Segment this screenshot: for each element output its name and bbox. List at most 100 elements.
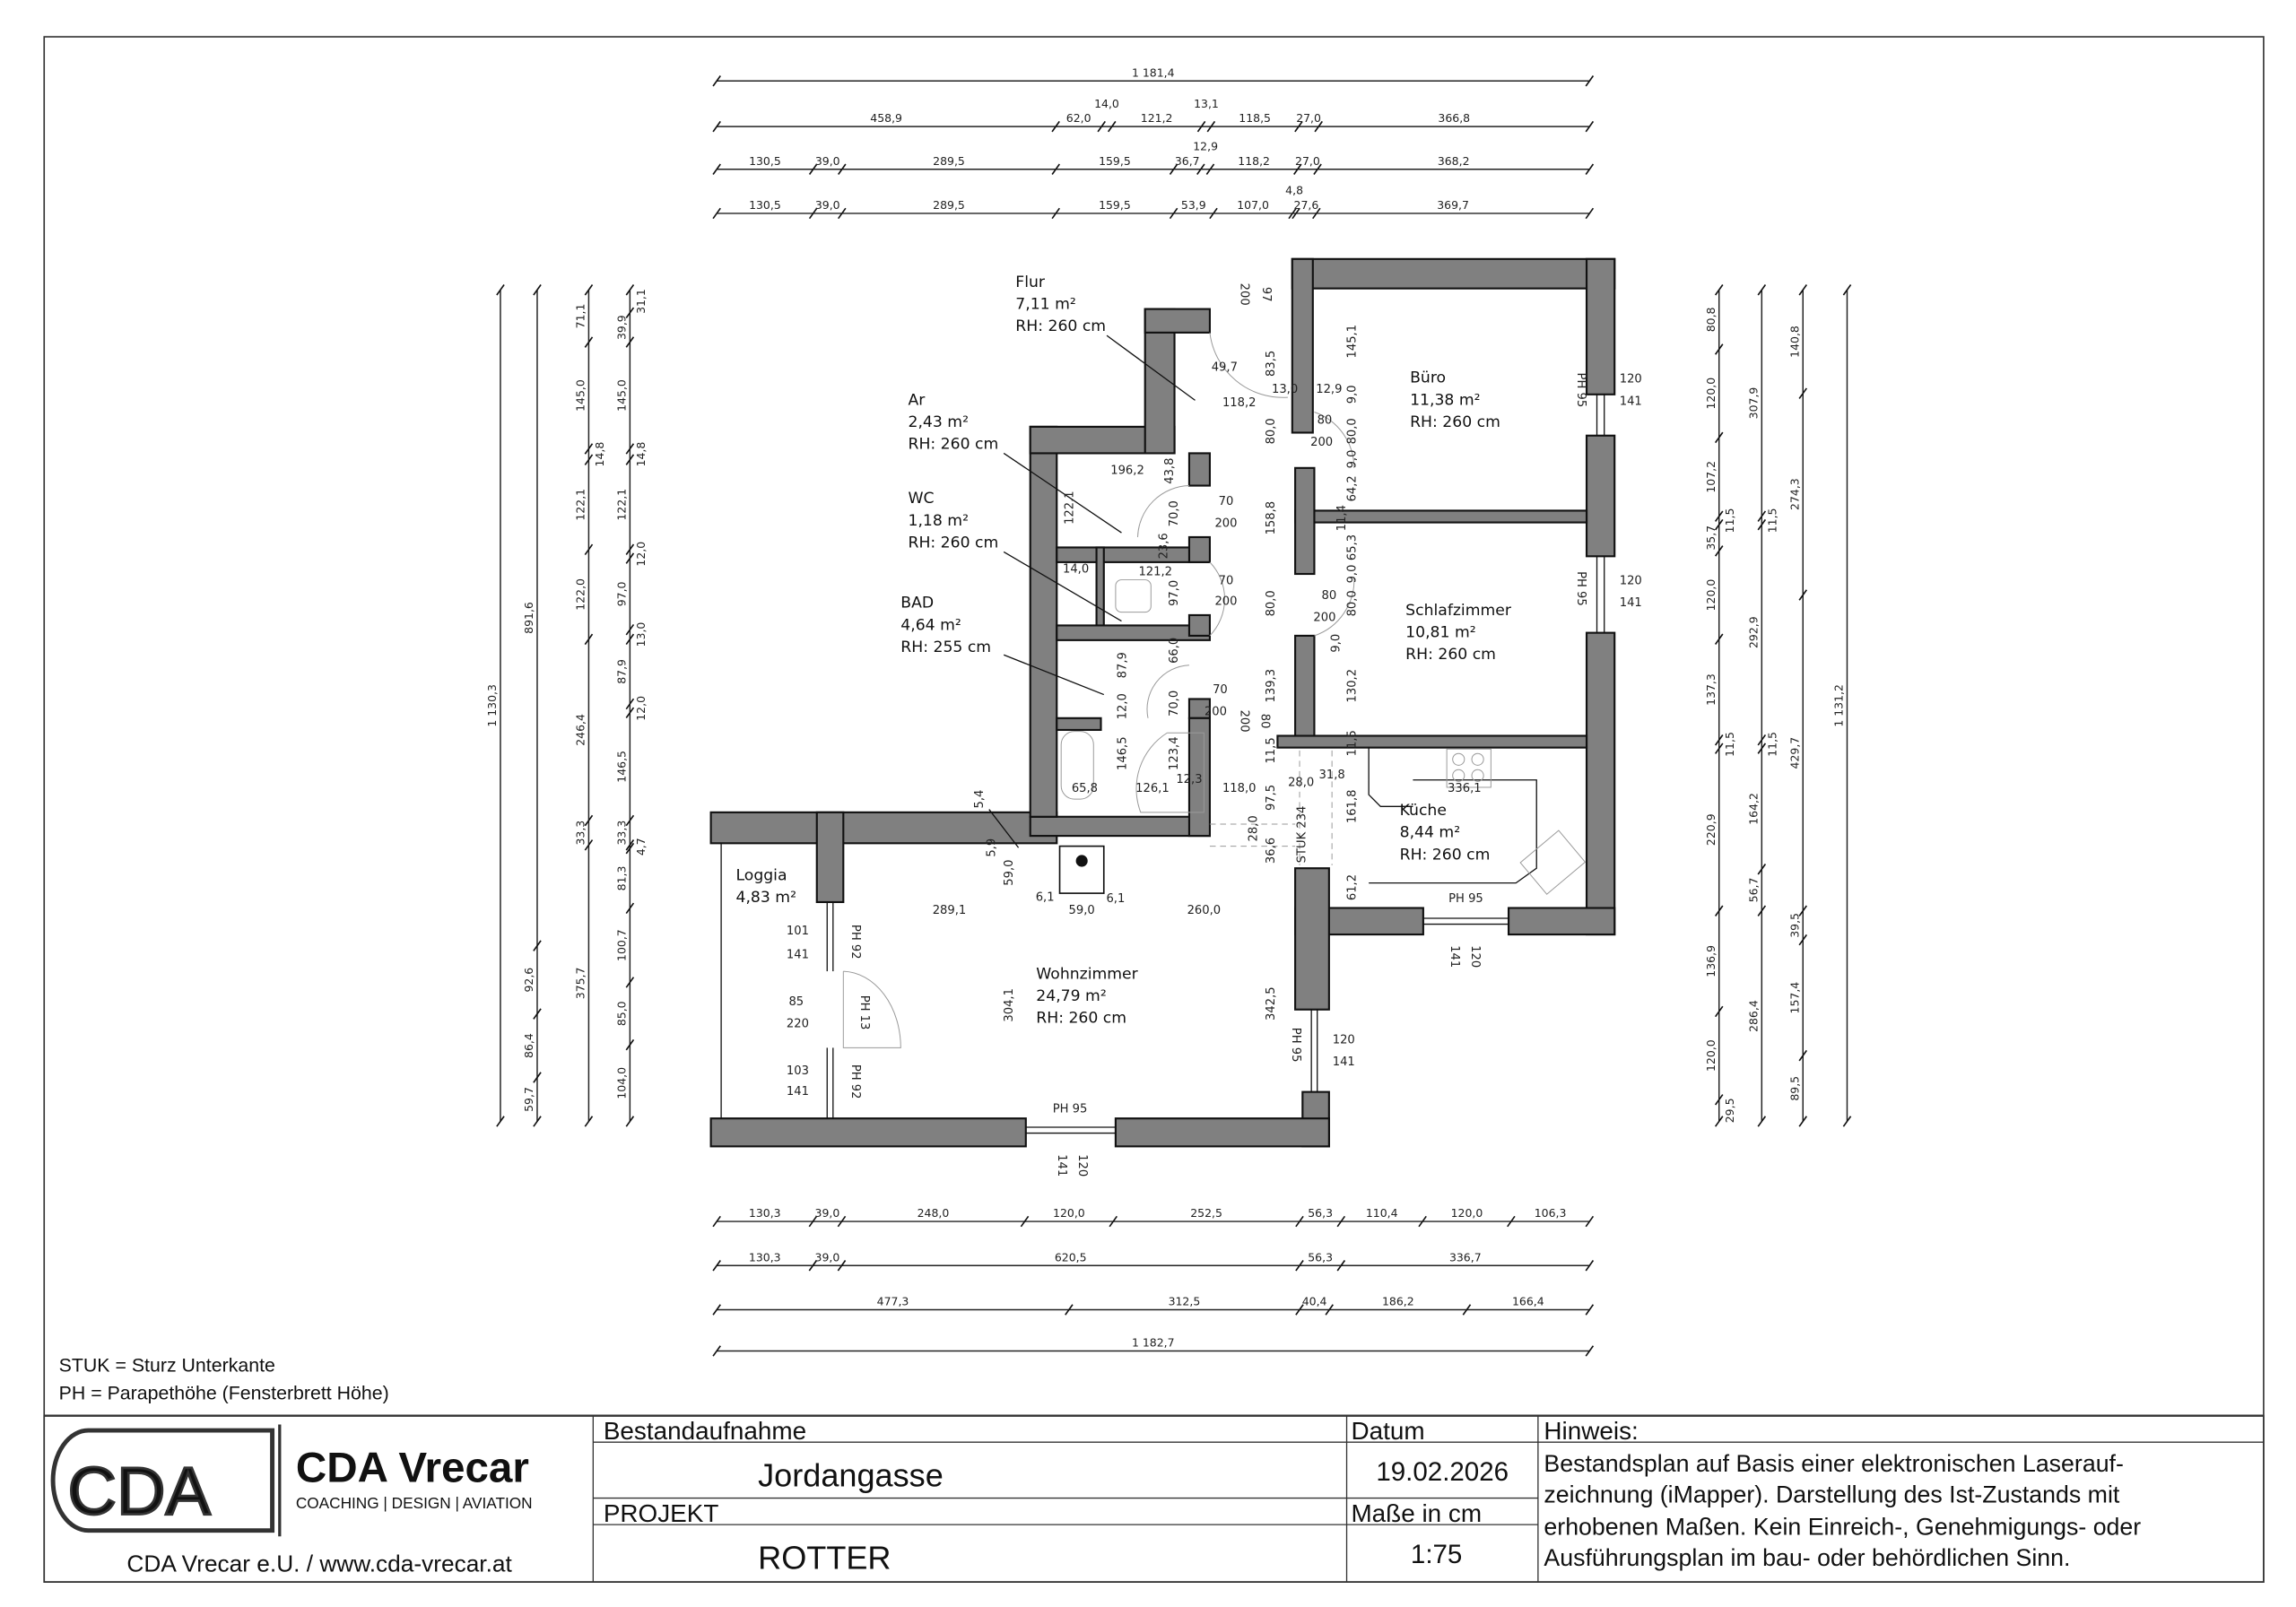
door-flur-entry[interactable] (1209, 332, 1288, 398)
walls (709, 257, 1616, 1148)
plan-annotation: 158,8 (1265, 501, 1278, 535)
plan-annotation: 64,2 (1345, 475, 1359, 501)
wall (1187, 452, 1211, 487)
dimension-label: 137,3 (1704, 673, 1718, 706)
room-height: RH: 260 cm (1036, 1010, 1126, 1028)
dimension-tick (712, 207, 721, 220)
title-block: CDA CDA Vrecar COACHING | DESIGN | AVIAT… (43, 1414, 2265, 1583)
dimension-tick (1585, 1304, 1595, 1316)
plan-annotation: 6,1 (1036, 890, 1055, 904)
door-buero[interactable] (1314, 412, 1355, 468)
plan-annotation: 141 (1448, 945, 1461, 968)
door-schlafzimmer[interactable] (1314, 577, 1355, 637)
dimension-tick (533, 940, 542, 951)
dimension-tick (808, 1215, 818, 1228)
plan-annotation: 200 (1214, 595, 1237, 608)
dimension-tick (1714, 284, 1724, 296)
dimension-tick (1205, 163, 1215, 175)
plan-annotation: 11,5 (1345, 730, 1359, 756)
plan-annotation: 120 (1468, 945, 1482, 968)
plan-annotation: 23,6 (1157, 533, 1170, 559)
dimension-tick (1714, 1005, 1724, 1018)
plan-annotation: 336,1 (1448, 782, 1482, 795)
stove-icon (1446, 748, 1492, 788)
dimension-tick (625, 1116, 635, 1127)
room-name: Küche (1400, 802, 1447, 820)
plan-annotation: PH 95 (1574, 373, 1587, 408)
dimension-tick (625, 552, 635, 564)
dimension-tick (533, 1008, 542, 1020)
dimension-tick (1585, 163, 1595, 175)
plan-annotation: PH 95 (1053, 1103, 1088, 1116)
window-wohnzimmer-bottom (1025, 1126, 1116, 1134)
plan-annotation: 97 (1259, 287, 1273, 302)
plan-annotation: STUK 234 (1296, 806, 1309, 864)
dimension-tick (712, 1304, 721, 1316)
dimension-tick (1714, 518, 1724, 531)
dimension-tick (1714, 905, 1724, 916)
dimension-tick (1585, 1215, 1595, 1228)
plan-annotation: 304,1 (1003, 988, 1016, 1022)
dimension-label: 36,7 (1175, 154, 1200, 168)
room-area: 8,44 m² (1400, 824, 1461, 842)
dimension-tick (1292, 207, 1300, 220)
dimension-tick (712, 1260, 721, 1272)
dimension-tick (1585, 75, 1595, 87)
dimension-tick (1097, 120, 1106, 133)
plan-annotation: 70 (1213, 683, 1228, 697)
plan-annotation: 141 (1333, 1055, 1355, 1069)
dimension-label: 274,3 (1787, 478, 1801, 510)
plan-annotation: 200 (1310, 436, 1333, 449)
plan-annotation: 70,0 (1168, 691, 1181, 717)
dimension-chain-left: 891,692,686,459,7 (522, 284, 542, 1127)
dimension-label: 122,0 (573, 578, 587, 611)
dimension-tick (837, 1260, 847, 1272)
plan-annotation: 141 (1055, 1154, 1068, 1177)
dimension-tick (625, 698, 635, 710)
plan-annotation: 11,4 (1335, 505, 1349, 531)
dimension-tick (1585, 1260, 1595, 1272)
dimension-tick (625, 1038, 635, 1051)
door-ar[interactable] (1137, 485, 1189, 537)
wall (1056, 546, 1211, 563)
dimension-label: 307,9 (1746, 387, 1760, 420)
dimension-tick (1051, 207, 1060, 220)
plan-annotation: 120 (1333, 1033, 1355, 1047)
dimension-label: 130,3 (749, 1206, 781, 1220)
dimension-label: 289,5 (933, 198, 965, 212)
dimension-label: 246,4 (573, 714, 587, 746)
dimension-tick (712, 163, 721, 175)
dimension-tick (1714, 633, 1724, 645)
dimension-tick (496, 1116, 505, 1127)
dimension-label: 81,3 (614, 866, 628, 891)
dimension-label: 1 130,3 (485, 684, 499, 727)
door-loggia[interactable] (842, 970, 901, 1048)
plan-annotation: 200 (1237, 283, 1250, 306)
toilet-icon (1115, 579, 1152, 613)
wall (1507, 907, 1616, 936)
dimension-tick (625, 336, 635, 348)
door-bad[interactable] (1146, 665, 1189, 718)
dimension-label: 11,5 (1723, 508, 1736, 534)
dimension-tick (1295, 1215, 1304, 1228)
plan-annotation: 123,4 (1168, 736, 1181, 770)
dimension-tick (712, 1215, 721, 1228)
dimension-label: 35,7 (1704, 526, 1718, 551)
wall (1187, 535, 1211, 563)
dimension-tick (1842, 1116, 1852, 1127)
dimension-label: 157,4 (1787, 982, 1801, 1014)
window-kueche (1422, 917, 1509, 925)
dimension-tick (1798, 284, 1808, 296)
dimension-label: 477,3 (877, 1295, 909, 1308)
door-wc[interactable] (1209, 561, 1225, 637)
dimension-label: 89,5 (1787, 1076, 1801, 1101)
plan-annotation: 260,0 (1187, 904, 1222, 917)
kitchen-counter (1368, 747, 1537, 884)
dimension-tick (625, 443, 635, 455)
survey-label: Bestandaufnahme (604, 1417, 806, 1445)
dimension-tick (625, 284, 635, 296)
